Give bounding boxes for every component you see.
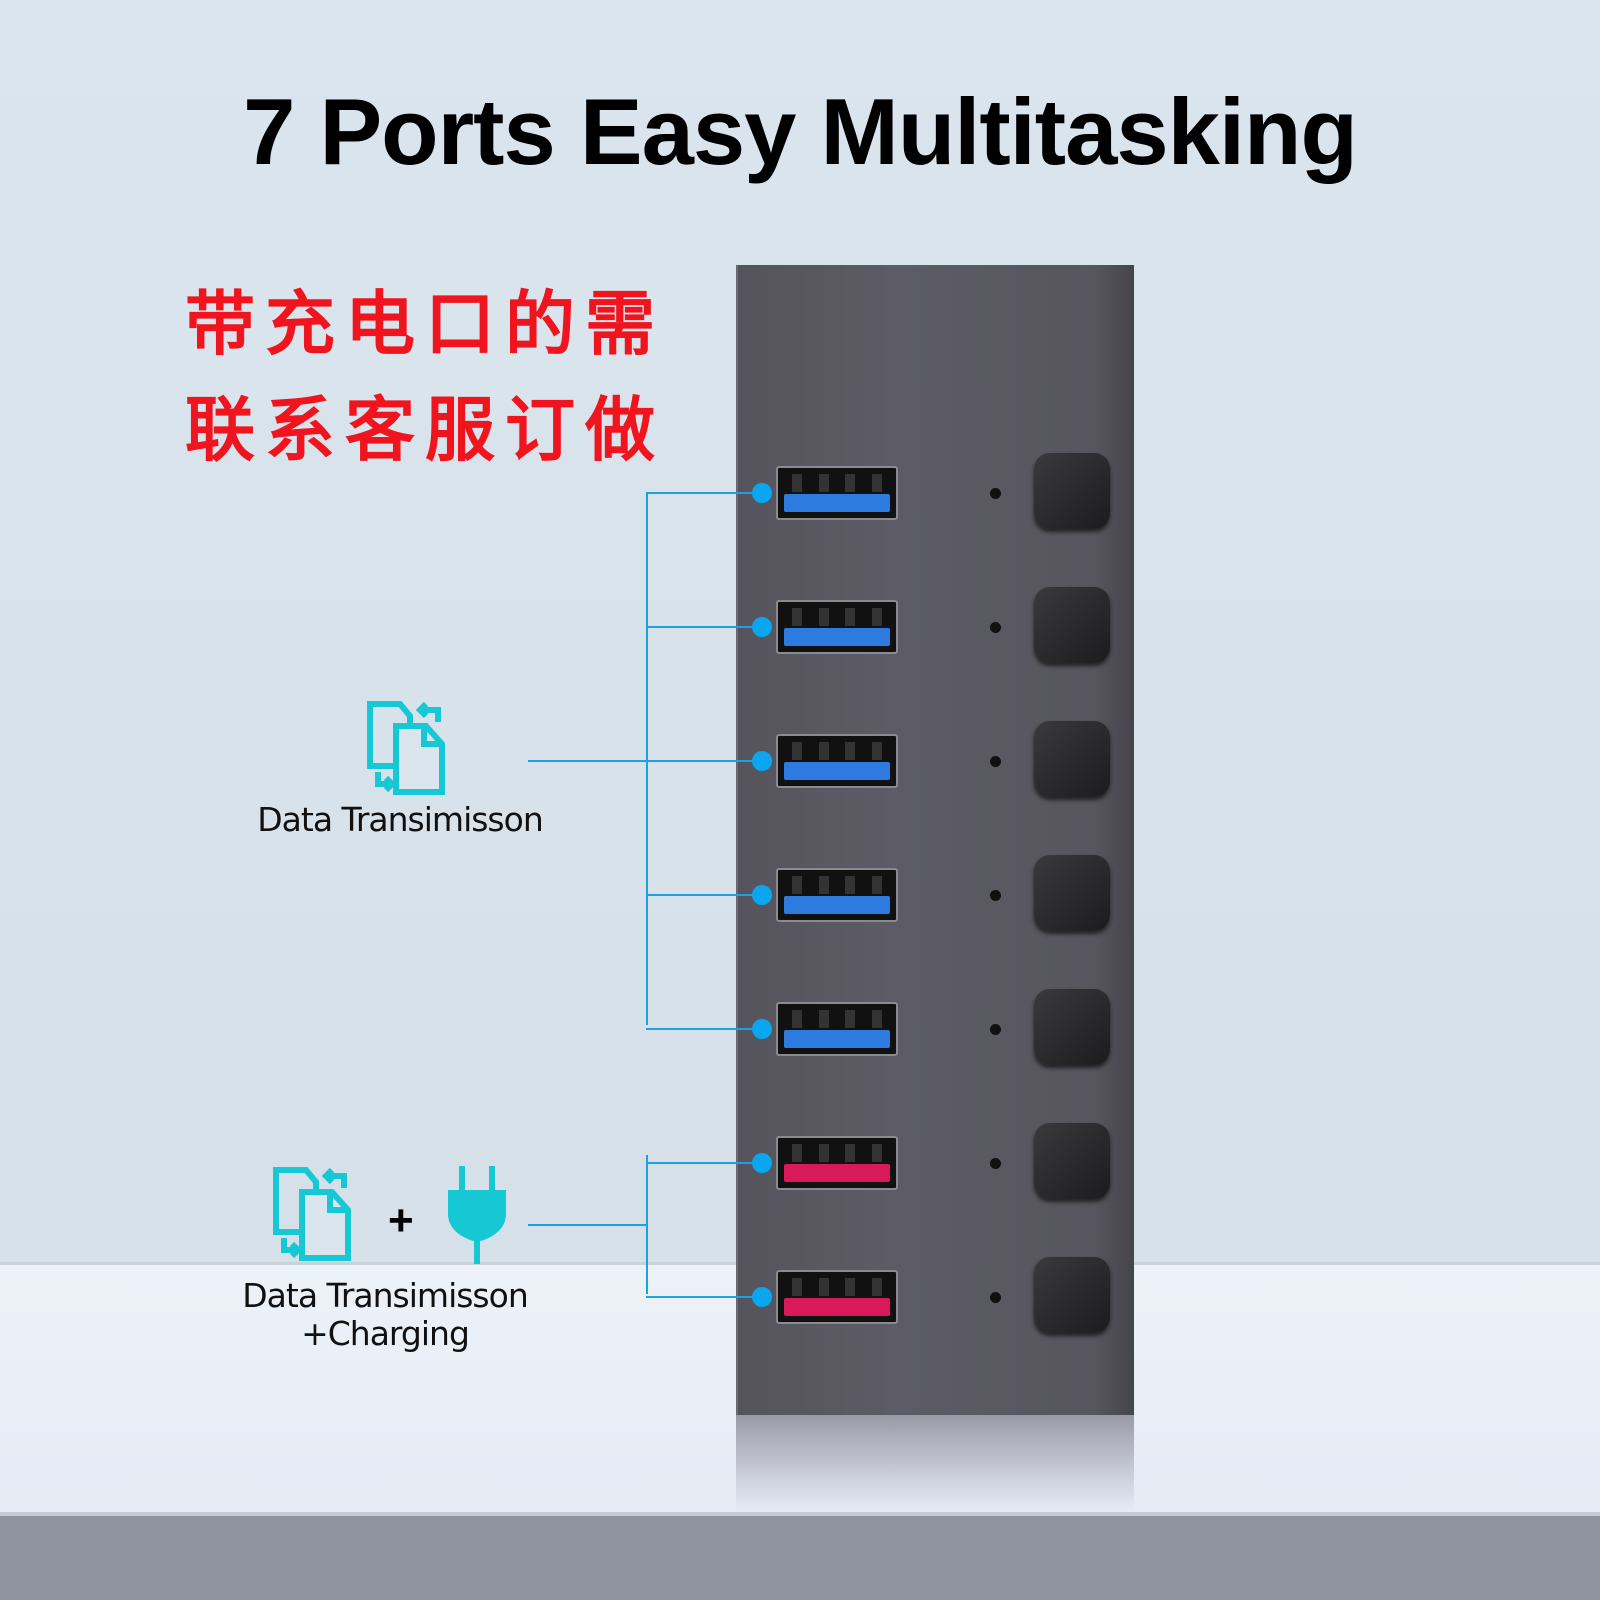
connector-line bbox=[646, 492, 758, 494]
hub-reflection bbox=[736, 1415, 1134, 1510]
notice-line-1: 带充电口的需 bbox=[185, 285, 665, 363]
led-indicator bbox=[990, 622, 1001, 633]
data-charging-label-2: +Charging bbox=[301, 1314, 470, 1353]
file-transfer-icon bbox=[273, 1167, 351, 1261]
port-power-switch[interactable] bbox=[1034, 855, 1110, 931]
connector-line bbox=[646, 1028, 758, 1030]
connector-node bbox=[752, 1153, 772, 1173]
port-power-switch[interactable] bbox=[1034, 587, 1110, 663]
port-power-switch[interactable] bbox=[1034, 721, 1110, 797]
usb-port bbox=[776, 466, 898, 520]
plus-sign: + bbox=[388, 1196, 414, 1245]
led-indicator bbox=[990, 488, 1001, 499]
connector-node bbox=[752, 483, 772, 503]
usb-port bbox=[776, 600, 898, 654]
connector-node bbox=[752, 885, 772, 905]
headline: 7 Ports Easy Multitasking bbox=[243, 79, 1358, 184]
led-indicator bbox=[990, 756, 1001, 767]
connector-line bbox=[646, 626, 758, 628]
bracket-line bbox=[528, 1224, 646, 1226]
connector-node bbox=[752, 1287, 772, 1307]
notice-line-2: 联系客服订做 bbox=[185, 391, 665, 469]
led-indicator bbox=[990, 1024, 1001, 1035]
connector-line bbox=[646, 894, 758, 896]
data-transmission-label: Data Transimisson bbox=[257, 800, 543, 839]
connector-line bbox=[646, 1162, 758, 1164]
led-indicator bbox=[990, 890, 1001, 901]
connector-node bbox=[752, 617, 772, 637]
bracket-line bbox=[528, 760, 646, 762]
data-charging-label-1: Data Transimisson bbox=[242, 1276, 528, 1315]
led-indicator bbox=[990, 1158, 1001, 1169]
port-power-switch[interactable] bbox=[1034, 1123, 1110, 1199]
usb-port bbox=[776, 1136, 898, 1190]
base-strip bbox=[0, 1512, 1600, 1600]
bracket-line bbox=[646, 1155, 648, 1294]
usb-port bbox=[776, 1002, 898, 1056]
usb-hub bbox=[736, 265, 1134, 1415]
port-power-switch[interactable] bbox=[1034, 453, 1110, 529]
file-transfer-icon bbox=[367, 701, 445, 795]
connector-node bbox=[752, 1019, 772, 1039]
power-plug-icon bbox=[448, 1166, 506, 1264]
connector-line bbox=[646, 1296, 758, 1298]
port-power-switch[interactable] bbox=[1034, 989, 1110, 1065]
port-power-switch[interactable] bbox=[1034, 1257, 1110, 1333]
usb-port bbox=[776, 868, 898, 922]
usb-port bbox=[776, 1270, 898, 1324]
connector-line bbox=[646, 760, 758, 762]
connector-node bbox=[752, 751, 772, 771]
bracket-line bbox=[646, 493, 648, 1025]
usb-port bbox=[776, 734, 898, 788]
led-indicator bbox=[990, 1292, 1001, 1303]
